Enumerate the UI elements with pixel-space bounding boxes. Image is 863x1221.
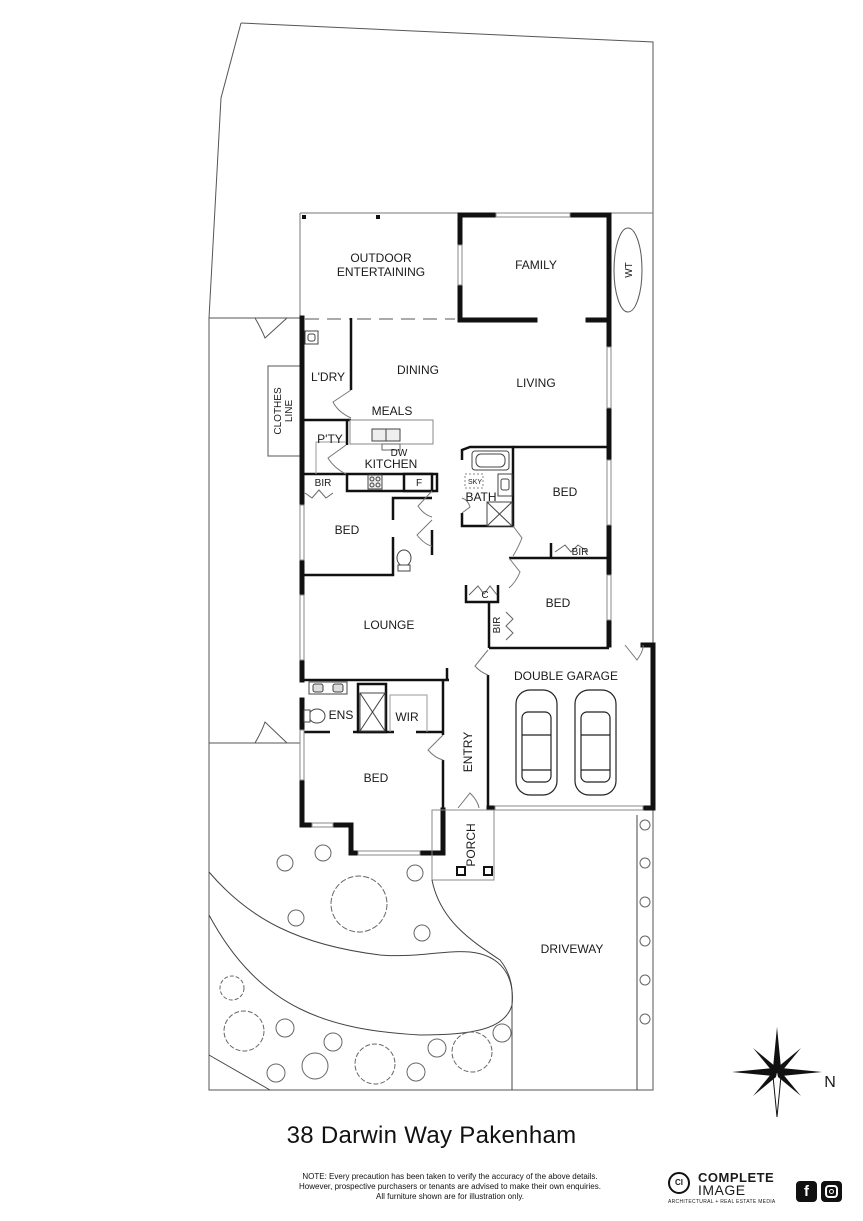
site-boundary bbox=[208, 22, 654, 1091]
trees bbox=[219, 819, 651, 1085]
label-outdoor-2: ENTERTAINING bbox=[337, 265, 425, 279]
water-tank bbox=[613, 227, 643, 313]
label-ensuite: ENS bbox=[329, 708, 354, 722]
label-family: FAMILY bbox=[515, 258, 557, 272]
brand-tagline: ARCHITECTURAL + REAL ESTATE MEDIA bbox=[668, 1199, 776, 1205]
room-labels: OUTDOOR ENTERTAINING FAMILY L'DRY DINING… bbox=[311, 251, 618, 956]
toilet-icon bbox=[396, 549, 412, 567]
water-tank-label: WT bbox=[624, 262, 635, 278]
label-wir: WIR bbox=[395, 710, 419, 724]
clothes-line-label: CLOTHESLINE bbox=[273, 387, 295, 435]
label-bir-bed-3: BIR bbox=[572, 547, 589, 558]
label-outdoor-1: OUTDOOR bbox=[350, 251, 412, 265]
label-pantry: P'TY bbox=[317, 432, 343, 446]
laundry-trough-icon bbox=[304, 330, 319, 345]
property-address-title: 38 Darwin Way Pakenham bbox=[286, 1122, 577, 1149]
label-fridge: F bbox=[416, 478, 422, 489]
facebook-icon[interactable]: f bbox=[796, 1181, 817, 1202]
label-master-bed: BED bbox=[364, 771, 389, 785]
disclaimer-line-3: All furniture shown are for illustration… bbox=[376, 1192, 524, 1201]
car-icons bbox=[515, 689, 617, 796]
doors bbox=[327, 389, 644, 809]
label-bed-3: BED bbox=[553, 485, 578, 499]
label-laundry: L'DRY bbox=[311, 370, 345, 384]
label-kitchen: KITCHEN bbox=[365, 457, 418, 471]
skylight bbox=[464, 473, 484, 489]
label-lounge: LOUNGE bbox=[364, 618, 415, 632]
label-skylight: SKY bbox=[468, 479, 482, 486]
garden-path bbox=[208, 815, 638, 1091]
label-bed-4: BED bbox=[546, 596, 571, 610]
label-porch: PORCH bbox=[464, 823, 478, 866]
label-bed-2: BED bbox=[335, 523, 360, 537]
bathtub-icon bbox=[471, 450, 510, 471]
windows bbox=[299, 212, 644, 856]
porch bbox=[431, 809, 495, 881]
label-meals: MEALS bbox=[372, 404, 413, 418]
brand-logo: CI COMPLETE IMAGE ARCHITECTURAL + REAL E… bbox=[668, 1170, 788, 1206]
disclaimer-line-2: However, prospective purchasers or tenan… bbox=[299, 1182, 601, 1191]
label-dishwasher: DW bbox=[391, 448, 408, 459]
label-double-garage: DOUBLE GARAGE bbox=[514, 669, 618, 683]
label-bir-kitchen: BIR bbox=[315, 478, 332, 489]
brand-name-line-1: COMPLETE bbox=[698, 1170, 775, 1185]
instagram-icon[interactable] bbox=[821, 1181, 842, 1202]
brand-name-line-2: IMAGE bbox=[698, 1182, 746, 1198]
label-bath: BATH bbox=[465, 490, 496, 504]
vanity-icon bbox=[497, 473, 513, 497]
compass-north-label: N bbox=[824, 1074, 836, 1091]
robe-doors bbox=[304, 489, 589, 641]
clothes-line bbox=[267, 365, 301, 457]
label-entry: ENTRY bbox=[461, 732, 475, 772]
walls bbox=[299, 212, 656, 856]
label-living: LIVING bbox=[516, 376, 555, 390]
ensuite-toilet-icon bbox=[308, 708, 326, 724]
label-bir-bed-4: BIR bbox=[492, 617, 503, 634]
camera-aperture-icon: CI bbox=[668, 1172, 690, 1194]
cooktop-icon bbox=[367, 474, 383, 490]
label-driveway: DRIVEWAY bbox=[541, 942, 604, 956]
disclaimer-line-1: NOTE: Every precaution has been taken to… bbox=[302, 1172, 598, 1181]
side-gates bbox=[254, 317, 288, 744]
label-cupboard: C bbox=[481, 590, 488, 601]
compass-rose-icon bbox=[732, 1027, 822, 1118]
disclaimer-note: NOTE: Every precaution has been taken to… bbox=[250, 1172, 650, 1202]
label-dining: DINING bbox=[397, 363, 439, 377]
